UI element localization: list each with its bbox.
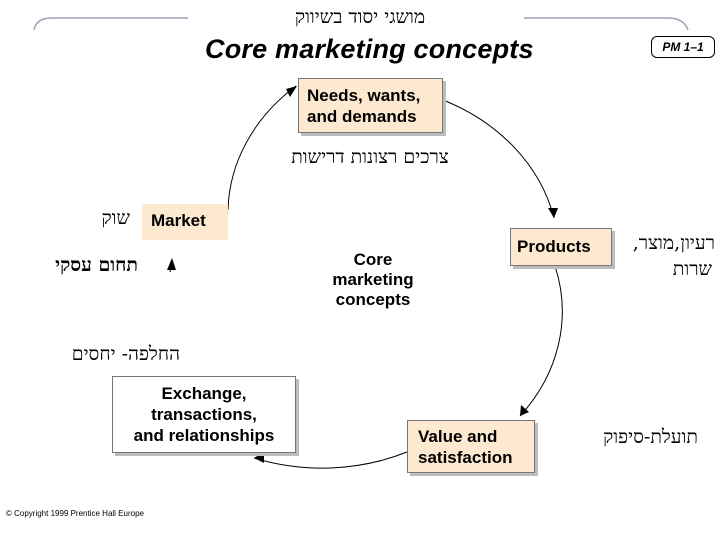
arc-products-to-value [519, 265, 563, 417]
node-products-hebrew-2: שרות [672, 258, 712, 280]
node-exchange-line2: transactions, [151, 405, 257, 424]
node-value-line1: Value and [418, 427, 498, 446]
node-needs-line1: Needs, wants, [307, 86, 421, 105]
node-value-hebrew: תועלת-סיפוק [603, 426, 698, 448]
node-market: Market [142, 204, 228, 240]
node-market-label: Market [151, 211, 206, 230]
copyright-notice: © Copyright 1999 Prentice Hall Europe [6, 509, 144, 518]
arc-needs-to-products [442, 99, 555, 219]
node-products-hebrew-1: רעיון,מוצר, [632, 232, 715, 254]
node-market-hebrew-2: תחום עסקי [55, 254, 138, 276]
node-needs-hebrew: צרכים רצונות דרישות [291, 146, 449, 168]
arrow-to-exchange [254, 452, 264, 463]
arc-value-to-exchange [253, 451, 408, 469]
node-exchange: Exchange, transactions, and relationship… [112, 376, 296, 453]
node-exchange-line1: Exchange, [161, 384, 247, 403]
node-products: Products [510, 228, 612, 266]
page-title: Core marketing concepts [205, 34, 534, 64]
arc-market-to-needs [227, 85, 297, 211]
node-value: Value and satisfaction [407, 420, 535, 473]
arrow-to-needs [286, 86, 297, 97]
node-exchange-line3: and relationships [133, 426, 275, 445]
center-line1: Core [353, 250, 393, 269]
node-market-hebrew-1: שוק [101, 207, 130, 229]
node-exchange-hebrew: החלפה- יחסים [71, 343, 180, 365]
node-value-line2: satisfaction [418, 448, 513, 467]
arrow-to-value [520, 405, 529, 416]
center-label: Core marketing concepts [318, 250, 428, 310]
slide-id-badge: PM 1–1 [651, 36, 715, 58]
node-needs-line2: and demands [307, 107, 417, 126]
center-line2: marketing [332, 270, 414, 289]
center-line3: concepts [335, 290, 411, 309]
arrow-to-products [548, 208, 558, 218]
header-rule-right [524, 17, 689, 31]
node-products-label: Products [517, 237, 591, 256]
header-rule-left [33, 17, 188, 31]
node-needs: Needs, wants, and demands [298, 78, 443, 133]
hebrew-title: מושגי יסוד בשיווק [294, 6, 426, 28]
arrow-to-market [167, 258, 176, 270]
